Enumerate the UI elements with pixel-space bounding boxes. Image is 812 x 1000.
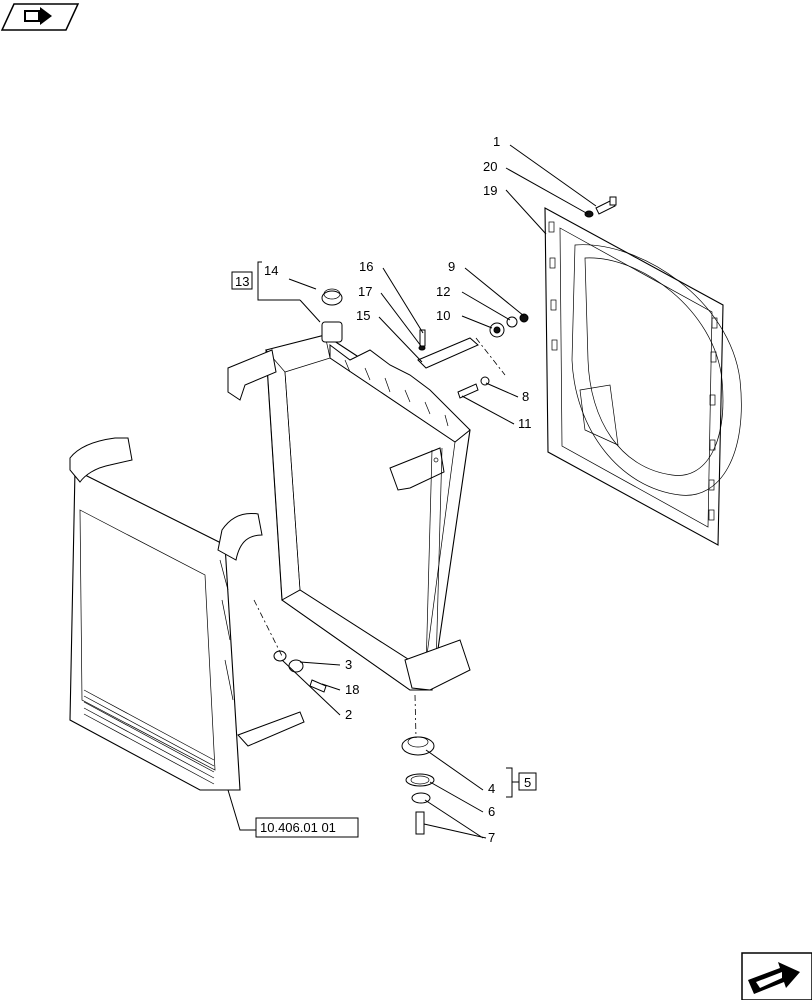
- fan-shroud: [544, 207, 742, 546]
- callout-20: 20: [483, 159, 497, 174]
- callout-9: 9: [448, 259, 455, 274]
- mount-part-2: [273, 650, 287, 662]
- callout-19: 19: [483, 183, 497, 198]
- callout-17: 17: [358, 284, 372, 299]
- callout-labels: 1 20 19 16 9 17 12 15 10 8 11 14 3 18 2 …: [264, 134, 532, 845]
- reference-box[interactable]: 10.406.01 01: [255, 817, 359, 838]
- callout-16: 16: [359, 259, 373, 274]
- reference-label: 10.406.01 01: [260, 820, 336, 835]
- alignment-lines: [253, 337, 506, 739]
- isolator-parts: [489, 313, 529, 338]
- callout-15: 15: [356, 308, 370, 323]
- callout-7: 7: [488, 830, 495, 845]
- bolt-11: [457, 376, 490, 399]
- callout-4: 4: [488, 781, 495, 796]
- callout-8: 8: [522, 389, 529, 404]
- callout-3: 3: [345, 657, 352, 672]
- callout-2: 2: [345, 707, 352, 722]
- callout-1: 1: [493, 134, 500, 149]
- intercooler: [69, 437, 305, 791]
- callout-6: 6: [488, 804, 495, 819]
- callout-12: 12: [436, 284, 450, 299]
- leader-lines: [227, 144, 597, 839]
- next-page-arrow-icon[interactable]: [741, 952, 812, 1000]
- svg-text:5: 5: [524, 775, 531, 790]
- callout-18: 18: [345, 682, 359, 697]
- callout-10: 10: [436, 308, 450, 323]
- kit-box-13: 13: [231, 271, 253, 290]
- nav-back-arrow-icon[interactable]: [0, 3, 80, 31]
- callout-14: 14: [264, 263, 278, 278]
- radiator: [227, 321, 471, 691]
- mount-bracket: [417, 329, 479, 369]
- mount-parts-3-18: [288, 659, 327, 693]
- filler-cap: [321, 288, 343, 306]
- callout-11: 11: [518, 416, 532, 431]
- svg-text:13: 13: [235, 274, 249, 289]
- bolt-1: [584, 196, 617, 218]
- kit-box-5: 5: [518, 772, 537, 791]
- bottom-mount-parts: [401, 736, 435, 835]
